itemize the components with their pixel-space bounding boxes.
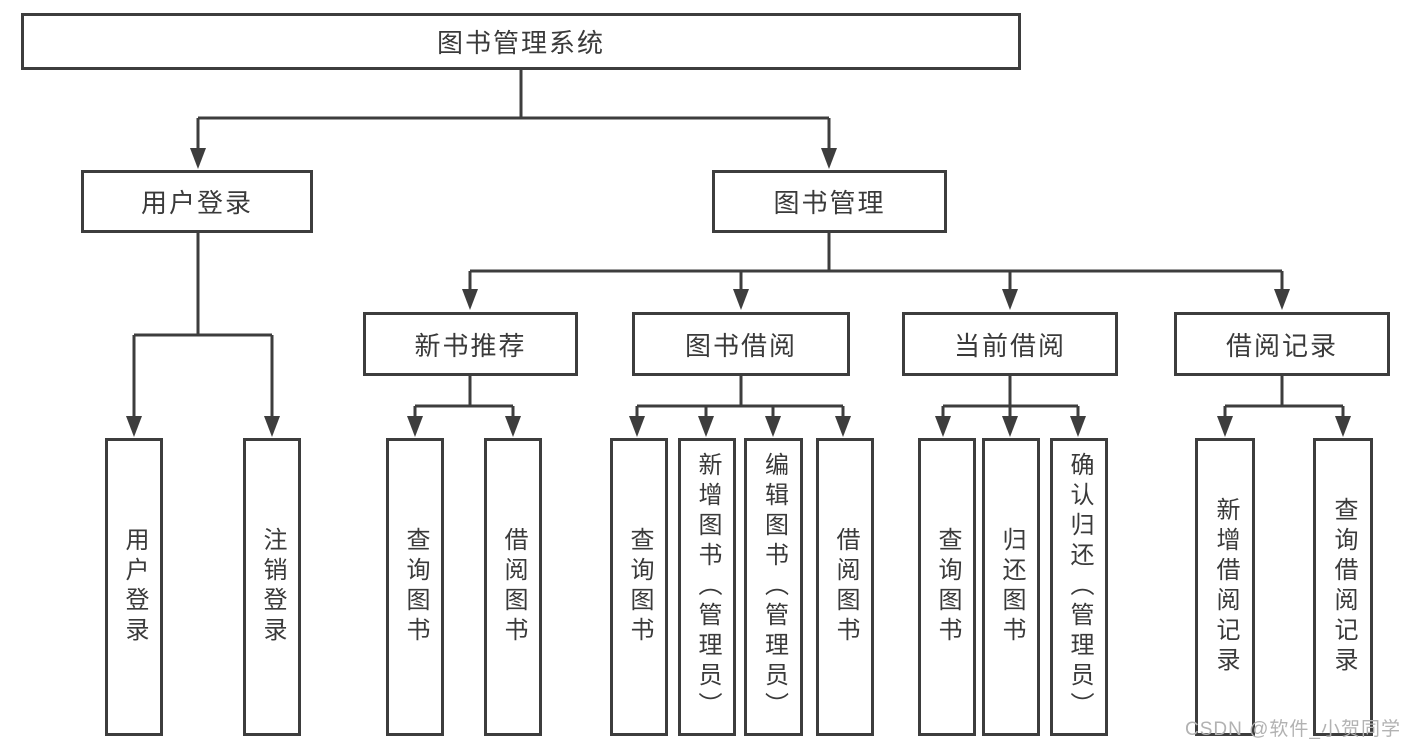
leaf-borrow-books-borrowing: 借阅图书 [816, 438, 874, 736]
leaf-logout-label: 注销登录 [259, 527, 286, 647]
node-book-borrowing-label: 图书借阅 [684, 330, 797, 361]
leaf-query-books-borrowing: 查询图书 [610, 438, 668, 736]
node-new-book-recommend-label: 新书推荐 [414, 330, 527, 361]
node-new-book-recommend: 新书推荐 [363, 312, 578, 376]
leaf-edit-books-admin-label: 编辑图书（管理员） [760, 452, 788, 722]
edge-root-level2 [196, 70, 831, 152]
arrowheads [126, 148, 1351, 437]
edge-borrowrecord-leaves [1223, 376, 1345, 421]
node-user-login: 用户登录 [81, 170, 313, 233]
leaf-user-login-label: 用户登录 [121, 527, 148, 647]
node-borrowing-records-label: 借阅记录 [1225, 330, 1338, 361]
leaf-borrow-books-borrowing-label: 借阅图书 [832, 527, 859, 647]
leaf-confirm-return-admin-label: 确认归还（管理员） [1066, 452, 1093, 722]
leaf-query-books-current-label: 查询图书 [934, 527, 961, 647]
leaf-query-borrow-record-label: 查询借阅记录 [1330, 497, 1357, 677]
leaf-borrow-books-newbook-label: 借阅图书 [500, 527, 527, 647]
leaf-query-borrow-record: 查询借阅记录 [1313, 438, 1373, 736]
node-root-label: 图书管理系统 [436, 28, 605, 58]
leaf-add-books-admin-label: 新增图书（管理员） [694, 452, 721, 722]
node-user-login-label: 用户登录 [140, 188, 253, 218]
leaf-borrow-books-newbook: 借阅图书 [484, 438, 542, 736]
leaf-user-login: 用户登录 [105, 438, 163, 736]
node-book-management-label: 图书管理 [773, 188, 886, 218]
node-root: 图书管理系统 [21, 13, 1021, 70]
node-borrowing-records: 借阅记录 [1174, 312, 1390, 376]
leaf-query-books-borrowing-label: 查询图书 [626, 527, 653, 647]
edge-bookmgmt-level3 [468, 233, 1284, 294]
leaf-confirm-return-admin: 确认归还（管理员） [1050, 438, 1108, 736]
node-book-borrowing: 图书借阅 [632, 312, 850, 376]
leaf-add-borrow-record-label: 新增借阅记录 [1212, 497, 1239, 677]
edge-bookborrow-leaves [635, 376, 845, 421]
leaf-edit-books-admin: 编辑图书（管理员） [744, 438, 803, 736]
leaf-query-books-newbook-label: 查询图书 [402, 527, 429, 647]
leaf-return-books-label: 归还图书 [998, 527, 1025, 647]
leaf-query-books-current: 查询图书 [918, 438, 976, 736]
edge-newbook-leaves [413, 376, 515, 421]
leaf-return-books: 归还图书 [982, 438, 1040, 736]
watermark: CSDN @软件_小贺同学 [1185, 719, 1401, 740]
leaf-add-borrow-record: 新增借阅记录 [1195, 438, 1255, 736]
leaf-query-books-newbook: 查询图书 [386, 438, 444, 736]
edge-userlogin-leaves [132, 232, 274, 420]
leaf-logout: 注销登录 [243, 438, 301, 736]
node-current-borrowing-label: 当前借阅 [953, 330, 1066, 361]
leaf-add-books-admin: 新增图书（管理员） [678, 438, 736, 736]
node-current-borrowing: 当前借阅 [902, 312, 1118, 376]
node-book-management: 图书管理 [712, 170, 947, 233]
edge-currentborrow-leaves [941, 376, 1080, 421]
